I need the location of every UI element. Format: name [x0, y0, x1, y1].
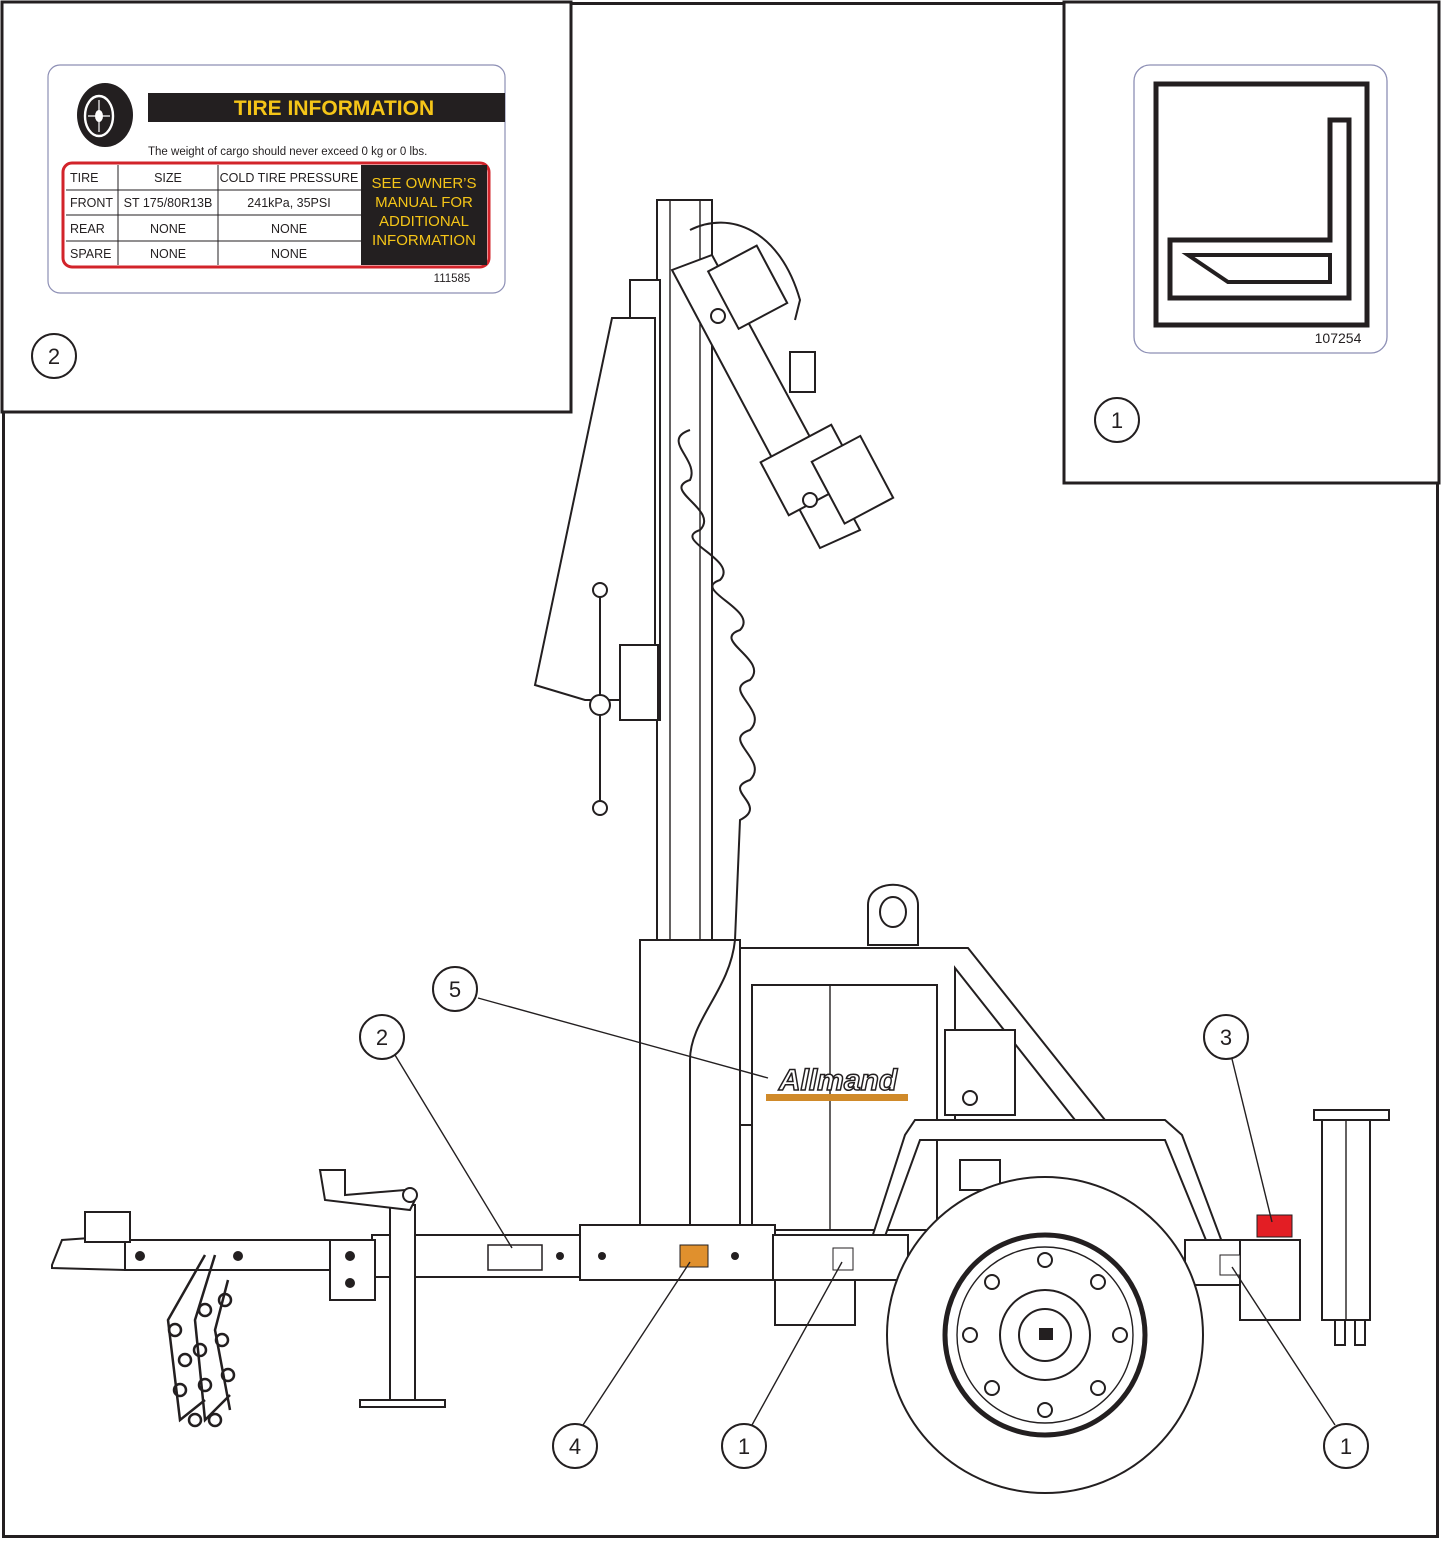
- wheel: [886, 1176, 1204, 1494]
- frame-decal-1: [832, 1247, 854, 1271]
- red-reflector: [1256, 1214, 1293, 1238]
- callout-circle-1a: [721, 1423, 767, 1469]
- tire-decal-part-number: 111585: [434, 273, 471, 285]
- safety-chains: [166, 1254, 236, 1428]
- owners-manual-line-4: INFORMATION: [372, 232, 476, 249]
- callout-circle-4: [552, 1423, 598, 1469]
- coiled-cable: [677, 429, 756, 941]
- brand-logo: Allmand: [766, 1063, 908, 1101]
- lifting-eye: [867, 883, 919, 946]
- callout-label-4: 4: [569, 1434, 581, 1459]
- owners-manual-line-2: MANUAL FOR: [375, 194, 473, 211]
- tire-decal-title: TIRE INFORMATION: [234, 97, 434, 120]
- cell-front-tire: FRONT: [70, 196, 113, 210]
- header-size: SIZE: [154, 171, 182, 185]
- callout-label-inset-2: 2: [48, 344, 60, 369]
- callouts: 5 2 3 4 1 1: [359, 966, 1369, 1469]
- cell-rear-size: NONE: [150, 222, 186, 236]
- callout-label-1a: 1: [738, 1434, 750, 1459]
- tire-title-bar: [148, 93, 505, 122]
- reflector-outer-square: [1153, 81, 1370, 328]
- rear-decal-1: [1219, 1254, 1241, 1276]
- owners-manual-line-1: SEE OWNER’S: [371, 175, 476, 192]
- cargo-weight-note: The weight of cargo should never exceed …: [148, 146, 427, 158]
- owners-manual-box: [361, 165, 487, 265]
- inset-tire-decal: TIRE INFORMATION The weight of cargo sho…: [0, 0, 573, 414]
- inset-reflector-decal: 107254 1: [1062, 0, 1441, 485]
- reflector-decal-part-number: 107254: [1315, 330, 1362, 346]
- brand-logo-text: Allmand: [778, 1064, 898, 1097]
- owners-manual-line-3: ADDITIONAL: [379, 213, 469, 230]
- callout-circle-inset-2: [31, 333, 77, 379]
- header-tire: TIRE: [70, 171, 98, 185]
- header-pressure: COLD TIRE PRESSURE: [220, 171, 359, 185]
- amber-reflector: [679, 1244, 709, 1268]
- tongue-jack: [318, 1169, 446, 1408]
- cell-rear-pressure: NONE: [271, 222, 307, 236]
- tire-icon: [77, 83, 133, 147]
- winch-icon: [589, 694, 611, 716]
- cell-rear-tire: REAR: [70, 222, 105, 236]
- light-head-assembly: [670, 221, 895, 550]
- cell-front-size: ST 175/80R13B: [124, 196, 213, 210]
- brand-logo-bar: [766, 1094, 908, 1101]
- rear-stabilizer-jack: [1313, 1109, 1390, 1346]
- callout-circle-1b: [1323, 1423, 1369, 1469]
- callout-label-2: 2: [376, 1025, 388, 1050]
- callout-label-inset-1: 1: [1111, 408, 1123, 433]
- light-tower-trailer: Allmand: [51, 199, 1390, 1494]
- callout-label-5: 5: [449, 977, 461, 1002]
- callout-circle-3: [1203, 1014, 1249, 1060]
- reflector-inner-mark: [1181, 253, 1332, 284]
- callout-label-1b: 1: [1340, 1434, 1352, 1459]
- callout-label-3: 3: [1220, 1025, 1232, 1050]
- generator-enclosure: [739, 947, 1108, 1231]
- cell-spare-pressure: NONE: [271, 247, 307, 261]
- tire-decal-on-tongue: [487, 1244, 543, 1271]
- cell-front-pressure: 241kPa, 35PSI: [247, 196, 330, 210]
- cell-spare-size: NONE: [150, 247, 186, 261]
- cell-spare-tire: SPARE: [70, 247, 111, 261]
- tongue-and-coupler: [51, 1211, 376, 1301]
- callout-circle-2: [359, 1014, 405, 1060]
- callout-circle-5: [432, 966, 478, 1012]
- callout-circle-inset-1: [1094, 397, 1140, 443]
- trailer-frame: [371, 1224, 1301, 1326]
- reflector-l-mark: [1167, 117, 1352, 301]
